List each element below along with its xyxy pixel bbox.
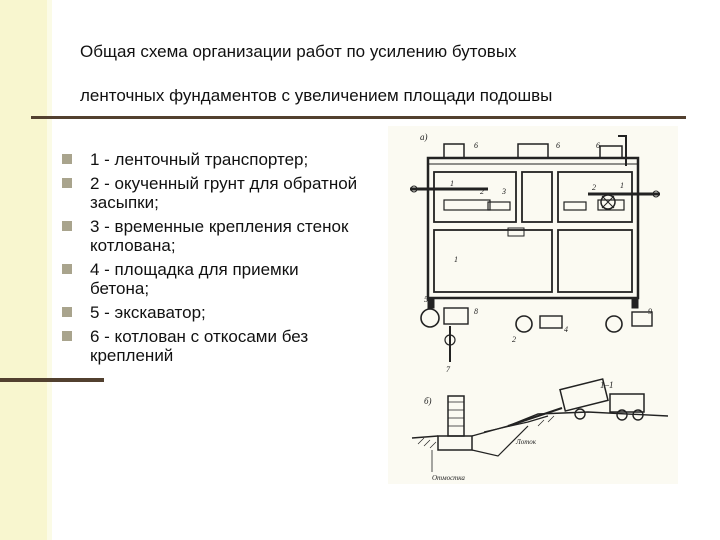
- callout-6b: 6: [556, 141, 560, 150]
- building-outline: [426, 156, 640, 300]
- plan-view: а): [410, 132, 660, 374]
- soil-pile-top-left: [443, 143, 465, 159]
- square-bullet-icon: [62, 264, 72, 274]
- legend-item-text: 2 - окученный грунт для обратной засыпки…: [90, 174, 358, 212]
- room-right-bottom: [557, 229, 633, 293]
- label-bottom: Отмостка: [432, 474, 465, 482]
- callout-4: 4: [564, 325, 568, 334]
- title-line-2: ленточных фундаментов с увеличением площ…: [80, 86, 553, 105]
- legend-item-3: 3 - временные крепления стенок котлована…: [60, 217, 360, 255]
- square-bullet-icon: [62, 178, 72, 188]
- callout-6a: 6: [474, 141, 478, 150]
- dump-truck-cab: [609, 393, 645, 413]
- legend-item-4: 4 - площадка для приемки бетона;: [60, 260, 360, 298]
- callout-2a: 2: [480, 187, 484, 196]
- legend-item-5: 5 - экскаватор;: [60, 303, 360, 322]
- soil-pile-top-right: [599, 145, 623, 159]
- legend-item-text: 4 - площадка для приемки бетона;: [90, 260, 299, 298]
- legend-item-1: 1 - ленточный транспортер;: [60, 150, 360, 169]
- legend-list: 1 - ленточный транспортер; 2 - окученный…: [60, 150, 360, 370]
- callout-1a: 1: [450, 179, 454, 188]
- section-view: б) 1–1 Лоток Отмостка: [411, 378, 669, 482]
- label-b: б): [424, 396, 432, 406]
- callout-2b: 2: [592, 183, 596, 192]
- square-bullet-icon: [62, 221, 72, 231]
- dump-truck-body: [559, 378, 609, 412]
- soil-pile-top-mid: [517, 143, 549, 159]
- excavator-bottom-right: [605, 315, 623, 333]
- callout-9: 9: [648, 307, 652, 316]
- section-label: 1–1: [600, 380, 614, 390]
- square-bullet-icon: [62, 331, 72, 341]
- callout-1b: 1: [620, 181, 624, 190]
- legend-item-text: 1 - ленточный транспортер;: [90, 150, 309, 169]
- room-left-top: [433, 171, 517, 223]
- square-bullet-icon: [62, 307, 72, 317]
- left-accent-band: [0, 0, 47, 540]
- room-mid-top: [521, 171, 553, 223]
- square-bullet-icon: [62, 154, 72, 164]
- slide-title: Общая схема организации работ по усилени…: [80, 30, 680, 118]
- legend-item-text: 3 - временные крепления стенок котлована…: [90, 217, 349, 255]
- callout-1c: 1: [454, 255, 458, 264]
- callout-3: 3: [501, 187, 506, 196]
- callout-5: 5: [424, 295, 428, 304]
- legend-item-text: 5 - экскаватор;: [90, 303, 206, 322]
- legend-item-2: 2 - окученный грунт для обратной засыпки…: [60, 174, 360, 212]
- legend-item-6: 6 - котлован с откосами без креплений: [60, 327, 360, 365]
- construction-scheme-figure: а): [388, 126, 678, 484]
- legend-item-text: 6 - котлован с откосами без креплений: [90, 327, 309, 365]
- excavator-bottom-left: [420, 308, 440, 328]
- room-right-top: [557, 171, 633, 223]
- label-lotok: Лоток: [515, 438, 537, 446]
- room-left-bottom: [433, 229, 553, 293]
- left-band-shadow: [47, 0, 52, 540]
- left-band-marker: [0, 378, 104, 382]
- excavator-bottom-mid: [515, 315, 533, 333]
- callout-6c: 6: [596, 141, 600, 150]
- title-line-1: Общая схема организации работ по усилени…: [80, 42, 517, 61]
- title-divider: [31, 116, 686, 119]
- label-a: а): [420, 132, 428, 142]
- callout-8: 8: [474, 307, 478, 316]
- callout-2c: 2: [512, 335, 516, 344]
- callout-7: 7: [446, 365, 451, 374]
